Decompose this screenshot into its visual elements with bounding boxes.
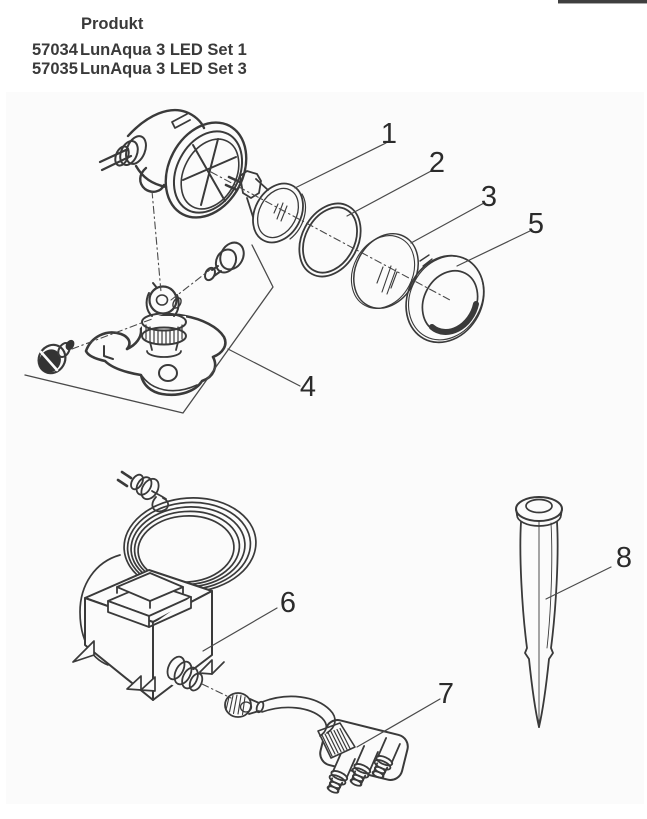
part-label-7: 7 (438, 678, 454, 710)
o-ring (298, 202, 362, 278)
leader-line-1 (294, 142, 387, 189)
cable-boot (317, 722, 356, 759)
leader-lines (202, 142, 612, 748)
ring-notch (419, 254, 433, 267)
cable-gland (114, 135, 147, 167)
knurling (145, 324, 183, 346)
vertical-axis (151, 190, 162, 293)
bulb-face-rim (289, 193, 307, 240)
transformer (72, 470, 257, 701)
screw-slot (39, 350, 59, 372)
union-nut (224, 692, 265, 718)
adjustment-knob (203, 241, 245, 282)
knob-axis (170, 268, 212, 301)
plate-hole (158, 364, 178, 382)
product-sku: 57035 (32, 60, 78, 78)
outlet-stub (161, 655, 204, 694)
column-header-produkt: Produkt (81, 15, 144, 33)
bulb-pins (224, 175, 242, 192)
swivel-mount (141, 282, 187, 358)
part-labels: 1 2 3 5 4 6 7 8 (280, 118, 632, 710)
part-label-5: 5 (528, 208, 544, 240)
fastening-screw (37, 339, 75, 375)
leader-line-6 (202, 607, 278, 652)
leader-line-2 (346, 169, 434, 217)
distributor (224, 692, 409, 796)
housing-top-slot (171, 113, 191, 129)
nut-knurling (225, 694, 246, 716)
bulb-face-outer (252, 182, 304, 244)
knurled-collar-top (141, 312, 187, 332)
power-plug (116, 470, 170, 513)
plate-foot-edge (141, 375, 198, 392)
product-name: LunAqua 3 LED Set 1 (80, 41, 247, 59)
transformer-button (107, 572, 192, 628)
part-label-3: 3 (481, 181, 497, 213)
leader-line-5 (456, 229, 533, 267)
part-label-4: 4 (300, 371, 316, 403)
stake-right-edge (538, 521, 559, 728)
assembly-axis-lines (71, 171, 451, 699)
housing-rim-mid (172, 130, 244, 214)
screw-axis (71, 318, 153, 350)
plug-pins (116, 470, 133, 488)
base-plate (84, 313, 227, 397)
ring-shadow (429, 301, 479, 335)
leader-line-4 (227, 348, 301, 387)
cable-loop (151, 496, 170, 513)
bulb-base (239, 170, 262, 199)
bulb-cone (246, 178, 269, 218)
knurled-collar-bottom (141, 326, 187, 346)
glass-hatch (273, 202, 288, 222)
trim-ring (405, 254, 485, 344)
optical-axis (210, 171, 451, 301)
mounting-flange (72, 640, 95, 663)
glass-hatch (376, 265, 398, 295)
lamp-head-housing (98, 108, 248, 219)
boot-ribs (321, 727, 351, 757)
swivel-ball (148, 285, 178, 315)
part-label-8: 8 (616, 542, 632, 574)
housing-rim-inner (180, 138, 240, 210)
product-name: LunAqua 3 LED Set 3 (80, 60, 247, 78)
page-edge-rule (558, 0, 647, 4)
callout-bracket (24, 244, 274, 414)
housing-top-outline (126, 108, 206, 138)
leader-line-3 (410, 202, 485, 244)
mounting-lug (139, 166, 166, 193)
leader-line-7 (356, 698, 441, 748)
stake-hole (525, 498, 553, 514)
diagram-background (6, 92, 644, 804)
stake-left-edge (519, 521, 540, 728)
led-bulb (224, 170, 307, 244)
housing-spokes (182, 138, 237, 206)
distributor-cable (261, 695, 336, 737)
ground-stake (515, 496, 563, 728)
plate-clip (103, 345, 114, 360)
leader-line-8 (545, 566, 612, 600)
part-label-2: 2 (429, 147, 445, 179)
part-label-6: 6 (280, 587, 296, 619)
part-label-1: 1 (381, 118, 397, 150)
mounting-tabs (126, 659, 225, 692)
connector-axis (201, 683, 232, 699)
product-sku: 57034 (32, 41, 78, 59)
bulb-face-inner (256, 187, 300, 239)
